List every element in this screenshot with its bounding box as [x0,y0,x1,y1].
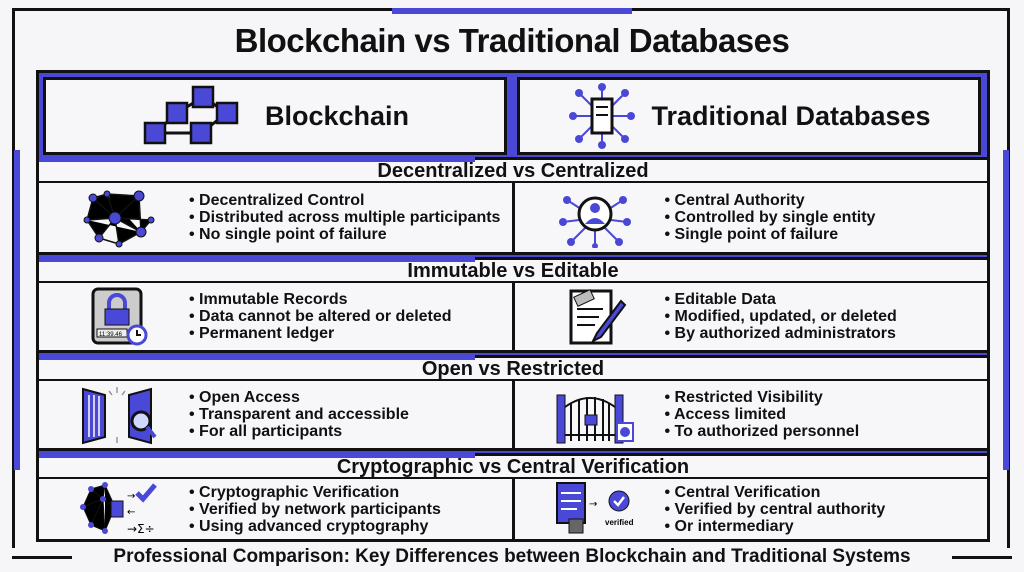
svg-text:verified: verified [605,518,634,527]
svg-text:→: → [127,491,135,502]
list-item: Verified by network participants [189,501,441,518]
bullet-list: Restricted VisibilityAccess limitedTo au… [665,389,860,440]
svg-text:→: → [589,499,597,510]
locked-gate-icon [556,394,634,443]
svg-text:11:39.46: 11:39.46 [99,332,123,338]
bullet-list: Decentralized ControlDistributed across … [189,192,500,243]
list-item: Open Access [189,389,409,406]
accent-bar-right [1003,150,1009,470]
section-heading: Decentralized vs Centralized [39,157,987,183]
bullet-list: Open AccessTransparent and accessibleFor… [189,389,409,440]
section-heading: Immutable vs Editable [39,257,987,283]
bullet-list: Central VerificationVerified by central … [665,484,886,535]
list-item: Or intermediary [665,518,886,535]
accent-bar-left [14,150,20,470]
blockchain-cell: Decentralized ControlDistributed across … [39,183,512,252]
list-item: Controlled by single entity [665,209,876,226]
bullet-list: Central AuthorityControlled by single en… [665,192,876,243]
edit-document-icon [569,288,626,344]
server-network-icon [569,83,636,149]
list-item: Restricted Visibility [665,389,860,406]
blockchain-cell: Open AccessTransparent and accessibleFor… [39,381,512,448]
list-item: Editable Data [665,291,897,308]
list-item: Central Verification [665,484,886,501]
list-item: Immutable Records [189,291,452,308]
section-heading: Open vs Restricted [39,355,987,381]
bullet-list: Immutable RecordsData cannot be altered … [189,291,452,342]
blockchain-cell: 11:39.46 Immutable RecordsData cannot be… [39,283,512,350]
list-item: Using advanced cryptography [189,518,441,535]
list-item: Decentralized Control [189,192,500,209]
comparison-row: 11:39.46 Immutable RecordsData cannot be… [39,283,987,353]
column-header-blockchain: Blockchain [43,77,507,155]
blockchain-cell: → ← →Σ÷ Cryptographic VerificationVerified… [39,479,512,539]
bullet-list: Editable DataModified, updated, or delet… [665,291,897,342]
list-item: Transparent and accessible [189,406,409,423]
blockchain-cubes-icon [143,85,239,145]
column-label-traditional: Traditional Databases [651,100,931,131]
list-item: Cryptographic Verification [189,484,441,501]
list-item: No single point of failure [189,226,500,243]
svg-text:←: ← [127,507,135,518]
comparison-row: Open AccessTransparent and accessibleFor… [39,381,987,451]
column-header-traditional: Traditional Databases [517,77,981,155]
bullet-list: Cryptographic VerificationVerified by ne… [189,484,441,535]
footer-rule-left [12,556,72,559]
list-item: By authorized administrators [665,325,897,342]
list-item: Central Authority [665,192,876,209]
footer-caption: Professional Comparison: Key Differences… [113,546,911,567]
accent-bar [392,8,632,14]
crypto-verify-icon: → ← →Σ÷ [80,482,157,536]
list-item: For all participants [189,423,409,440]
traditional-cell: Editable DataModified, updated, or delet… [511,283,988,350]
list-item: To authorized personnel [665,423,860,440]
traditional-cell: Central AuthorityControlled by single en… [511,183,988,252]
section-heading: Cryptographic vs Central Verification [39,453,987,479]
list-item: Data cannot be altered or deleted [189,308,452,325]
central-user-icon [558,195,631,248]
list-item: Modified, updated, or deleted [665,308,897,325]
list-item: Permanent ledger [189,325,452,342]
open-door-search-icon [82,386,157,444]
column-label-blockchain: Blockchain [264,100,410,131]
list-item: Verified by central authority [665,501,886,518]
network-mesh-icon [83,190,155,247]
locked-ledger-icon: 11:39.46 [91,287,148,345]
footer-rule-right [952,556,1012,559]
comparison-row: Decentralized ControlDistributed across … [39,183,987,255]
traditional-cell: Restricted VisibilityAccess limitedTo au… [511,381,988,448]
svg-text:→Σ÷: →Σ÷ [127,522,155,536]
stamp-verified-icon: → verified [555,482,634,534]
comparison-row: →←→Σ÷ Cryptographic VerificationVerified… [39,479,987,539]
list-item: Single point of failure [665,226,876,243]
list-item: Distributed across multiple participants [189,209,500,226]
comparison-table: Blockchain Traditional Databases Decentr… [36,70,990,542]
traditional-cell: → verified Central VerificationVerified b… [511,479,988,539]
page-title: Blockchain vs Traditional Databases [234,22,790,59]
list-item: Access limited [665,406,860,423]
